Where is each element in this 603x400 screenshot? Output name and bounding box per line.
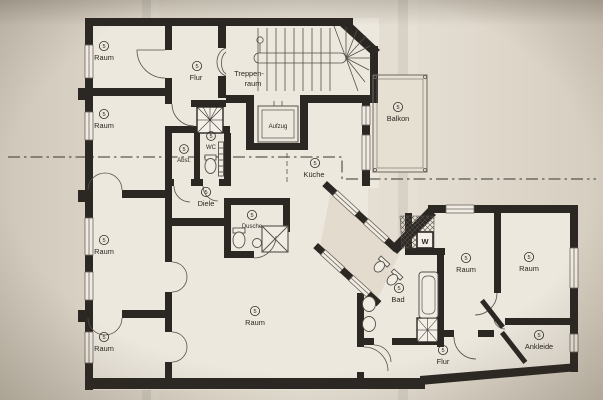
floor-plan-photo: Aufzug W: [0, 0, 603, 400]
photo-overlays: [0, 0, 603, 400]
floor-plan: Aufzug W: [0, 0, 603, 400]
